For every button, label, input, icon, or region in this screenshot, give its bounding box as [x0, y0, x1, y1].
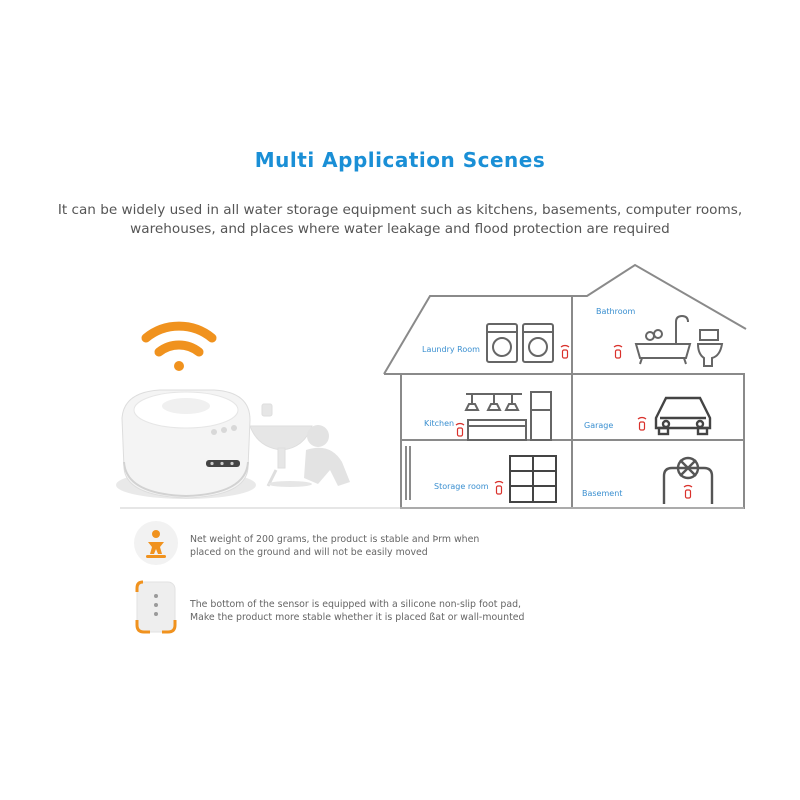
toilet-icon: [696, 329, 724, 367]
leaking-sink-illustration: [249, 403, 313, 487]
room-sensor-icons: [455, 344, 693, 499]
room-label-basement: Basement: [582, 489, 623, 498]
room-label-garage: Garage: [584, 421, 614, 430]
feature-weight-line-2: placed on the ground and will not be eas…: [190, 547, 428, 558]
water-leak-sensor-device: [116, 389, 256, 499]
foot-pad-icon: [135, 580, 177, 634]
bathtub-icon: [634, 314, 692, 365]
pipe-valve-icon: [662, 456, 714, 504]
feature-foot-pad-line-2: Make the product more stable whether it …: [190, 612, 525, 623]
washing-machines-icon: [486, 323, 554, 363]
wifi-icon: [141, 321, 217, 371]
subtitle-line-1: It can be widely used in all water stora…: [57, 202, 743, 218]
crouching-person-illustration: [304, 425, 350, 486]
room-label-laundry: Laundry Room: [422, 345, 480, 354]
storage-cabinet-icon: [509, 455, 557, 503]
subtitle-line-2: warehouses, and places where water leaka…: [130, 221, 670, 237]
person-weight-icon: [134, 521, 178, 565]
car-icon: [654, 396, 712, 436]
room-label-bathroom: Bathroom: [596, 307, 636, 316]
house-outline: [383, 263, 747, 509]
room-label-storage: Storage room: [434, 482, 489, 491]
kitchen-icon: [464, 391, 552, 441]
page-title: Multi Application Scenes: [254, 148, 546, 172]
feature-weight-line-1: Net weight of 200 grams, the product is …: [190, 534, 480, 545]
room-label-kitchen: Kitchen: [424, 419, 455, 428]
feature-foot-pad-line-1: The bottom of the sensor is equipped wit…: [190, 599, 522, 610]
